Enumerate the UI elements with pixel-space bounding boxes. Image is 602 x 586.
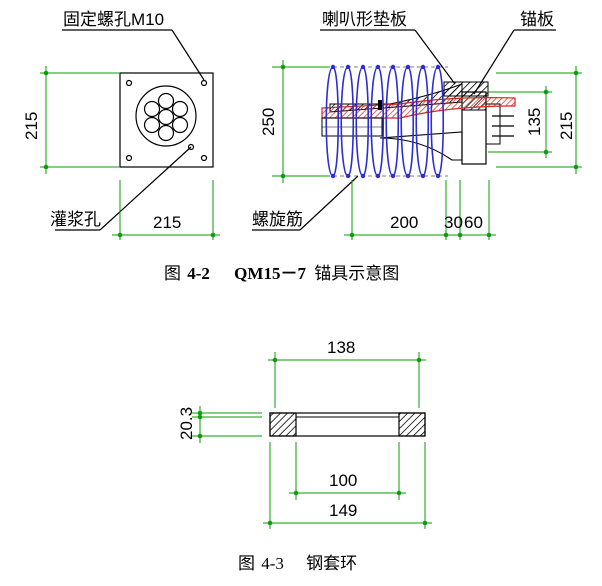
spiral-node (330, 64, 336, 70)
spiral-loops (325, 64, 445, 179)
fixing-hole-label: 固定螺孔M10 (63, 10, 164, 29)
ring-wall-left (269, 412, 297, 437)
spiral-loop (385, 66, 400, 177)
fixing-hole-leader (171, 29, 205, 81)
core-height-dimension: 135 (488, 86, 552, 158)
grout-hole-leader (99, 146, 192, 231)
spiral-loop (370, 66, 385, 177)
front-view (119, 72, 214, 168)
spiral-node (330, 173, 336, 179)
length-dimension-chain: 200 30 60 (344, 180, 496, 240)
spiral-node (390, 173, 396, 179)
right-height-dimension: 215 (496, 66, 582, 174)
spiral-node (375, 173, 381, 179)
spiral-node (360, 64, 366, 70)
plate-width-dimension: 215 (112, 180, 220, 240)
outer-width-value: 149 (329, 501, 357, 520)
top-width-value: 138 (327, 338, 355, 357)
overall-height-value: 250 (259, 108, 278, 136)
spiral-node (390, 64, 396, 70)
thickness-value: 20.3 (177, 407, 196, 440)
segment-b-value: 60 (464, 213, 483, 232)
core-height-value: 135 (525, 108, 544, 136)
thickness-dimension: 20.3 (177, 406, 262, 443)
spiral-loop (325, 66, 340, 177)
spiral-node (375, 64, 381, 70)
outer-width-dimension: 149 (263, 442, 432, 529)
bolt-holes (125, 79, 208, 162)
plate-width-value: 215 (153, 213, 181, 232)
spiral-node (435, 173, 441, 179)
spiral-loop (340, 66, 355, 177)
trumpet-plate-label: 喇叭形垫板 (322, 10, 407, 29)
anchor-head-circle (135, 85, 197, 147)
figure-4-3-caption: 图 4-3 钢套环 (238, 554, 357, 573)
plate-height-dimension: 215 (22, 66, 120, 174)
spiral-node (405, 64, 411, 70)
spiral-loop (355, 66, 370, 177)
spiral-node (345, 173, 351, 179)
spiral-loop (415, 66, 430, 177)
segment-a-value: 30 (444, 213, 463, 232)
inner-width-value: 100 (329, 471, 357, 490)
strand-holes (143, 92, 189, 142)
right-height-value: 215 (557, 112, 576, 140)
side-view (321, 64, 516, 179)
spiral-rebar-label: 螺旋筋 (252, 210, 303, 229)
overall-height-dimension: 250 (259, 60, 330, 183)
trumpet-plate-leader (414, 29, 456, 85)
spiral-node (360, 173, 366, 179)
grout-hole-label: 灌浆孔 (50, 210, 101, 229)
anchor-plate-label: 锚板 (520, 10, 554, 29)
sleeve-ring-section (269, 412, 426, 437)
spiral-node (405, 173, 411, 179)
spiral-length-value: 200 (390, 213, 418, 232)
anchor-plate-leader (473, 29, 515, 95)
inner-width-dimension: 100 (289, 442, 406, 500)
spiral-rebar-leader (299, 175, 359, 231)
trumpet-plate-lower (379, 131, 463, 161)
spiral-loop (400, 66, 415, 177)
bearing-plate-outline (119, 72, 214, 168)
ring-wall-right (398, 412, 426, 437)
spiral-node (345, 64, 351, 70)
grout-hole-circle (187, 143, 195, 151)
figure-4-2-caption: 图 4-2 QM15－7 锚具示意图 (164, 264, 399, 283)
spiral-node (420, 64, 426, 70)
spiral-node (435, 64, 441, 70)
spiral-node (420, 173, 426, 179)
spiral-rebar (326, 66, 448, 177)
spiral-loop (430, 66, 445, 177)
top-width-dimension: 138 (268, 338, 426, 408)
plate-height-value: 215 (22, 112, 41, 140)
